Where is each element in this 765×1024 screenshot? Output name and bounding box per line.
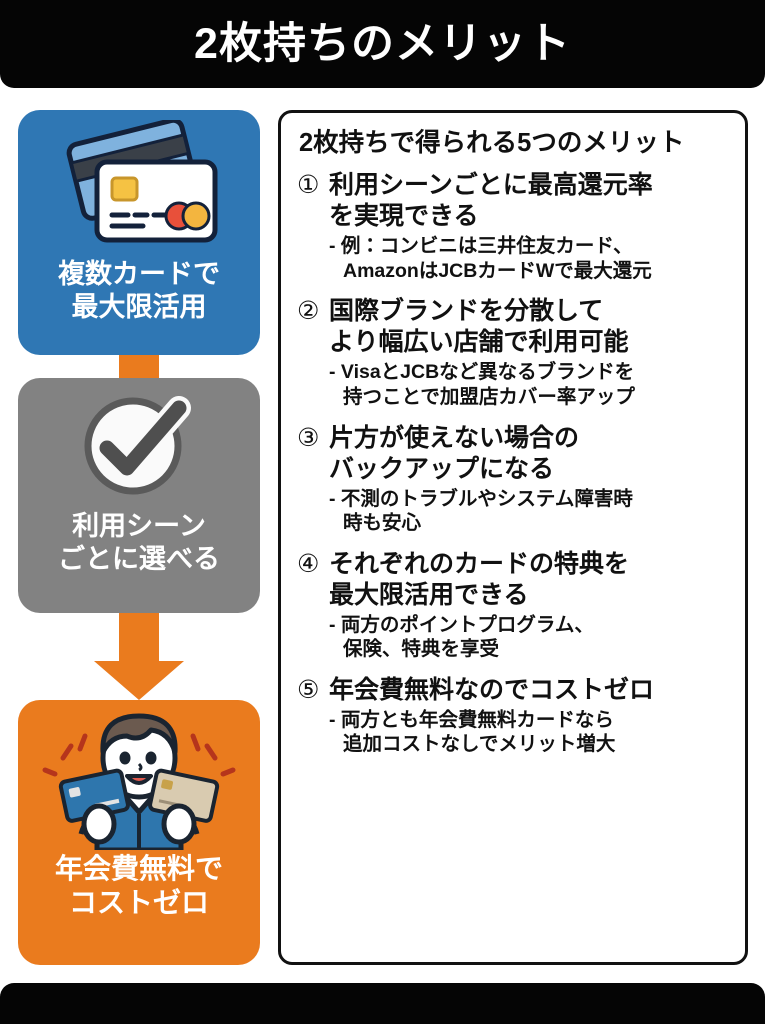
merit-title: 片方が使えない場合の バックアップになる xyxy=(329,423,731,485)
merit-subtext: - 両方とも年会費無料カードなら 追加コストなしでメリット増大 xyxy=(329,708,731,757)
merit-number: ④ xyxy=(297,549,320,578)
merit-title-line1: 利用シーンごとに最高還元率 xyxy=(329,171,653,200)
merit-body: それぞれのカードの特典を 最大限活用できる - 両方のポイントプログラム、 保険… xyxy=(329,549,731,662)
merit-subtext: - 不測のトラブルやシステム障害時 時も安心 xyxy=(329,487,731,536)
merit-sub-line2: 追加コストなしでメリット増大 xyxy=(343,733,616,756)
credit-cards-icon xyxy=(18,110,260,258)
merit-sub-line1: - 不測のトラブルやシステム障害時 xyxy=(329,487,633,510)
flow-card-caption: 利用シーン ごとに選べる xyxy=(52,510,226,576)
check-circle-icon xyxy=(18,378,260,510)
merit-number: ① xyxy=(297,171,320,200)
merit-title: 利用シーンごとに最高還元率 を実現できる xyxy=(329,170,731,232)
flow-card-caption-line1: 利用シーン xyxy=(72,511,206,541)
bottom-bar xyxy=(0,983,765,1024)
merit-sub-line2: 時も安心 xyxy=(343,512,422,535)
merit-sub-line1: - 両方のポイントプログラム、 xyxy=(329,613,594,636)
arrow-shaft xyxy=(119,613,159,663)
merit-subtext: - 例：コンビニは三井住友カード、 AmazonはJCBカードWで最大還元 xyxy=(329,234,731,283)
merit-number: ⑤ xyxy=(297,675,320,704)
flow-card-caption-line1: 年会費無料で xyxy=(54,853,223,884)
merit-sub-line1: - 例：コンビニは三井住友カード、 xyxy=(329,235,633,258)
merit-sub-line2: 保険、特典を享受 xyxy=(343,638,500,661)
merit-title: 年会費無料なのでコストゼロ xyxy=(329,675,731,706)
merit-number: ③ xyxy=(297,423,320,452)
merit-number: ② xyxy=(297,297,320,326)
page-title: 2枚持ちのメリット xyxy=(194,19,571,68)
flow-card-caption-line2: コストゼロ xyxy=(68,887,209,919)
merit-item: ① 利用シーンごとに最高還元率 を実現できる - 例：コンビニは三井住友カード、… xyxy=(297,170,731,283)
merit-item: ⑤ 年会費無料なのでコストゼロ - 両方とも年会費無料カードなら 追加コストなし… xyxy=(297,675,731,757)
merit-sub-line1: - 両方とも年会費無料カードなら xyxy=(329,708,614,731)
flow-card-caption: 年会費無料で コストゼロ xyxy=(49,852,229,920)
orange-connector-bar xyxy=(119,355,159,378)
merit-item: ② 国際ブランドを分散して より幅広い店舗で利用可能 - VisaとJCBなど異… xyxy=(297,296,731,409)
merit-title-line1: 年会費無料なのでコストゼロ xyxy=(329,675,655,704)
flow-card-usage-scene: 利用シーン ごとに選べる xyxy=(18,378,260,613)
merit-sub-line2: AmazonはJCBカードWで最大還元 xyxy=(343,259,652,282)
merit-subtext: - VisaとJCBなど異なるブランドを 持つことで加盟店カバー率アップ xyxy=(329,360,731,409)
merit-body: 片方が使えない場合の バックアップになる - 不測のトラブルやシステム障害時 時… xyxy=(329,423,731,536)
merit-title-line2: バックアップになる xyxy=(329,454,555,483)
merits-panel: 2枚持ちで得られる5つのメリット ① 利用シーンごとに最高還元率 を実現できる … xyxy=(278,110,748,965)
flow-card-caption-line1: 複数カードで xyxy=(58,259,220,289)
flow-card-no-annual-fee: 年会費無料で コストゼロ xyxy=(18,700,260,965)
merit-title-line1: 片方が使えない場合の xyxy=(329,423,580,452)
flow-card-caption: 複数カードで 最大限活用 xyxy=(52,258,226,324)
merit-item: ③ 片方が使えない場合の バックアップになる - 不測のトラブルやシステム障害時… xyxy=(297,423,731,536)
merit-sub-line2: 持つことで加盟店カバー率アップ xyxy=(343,386,635,408)
merits-panel-heading: 2枚持ちで得られる5つのメリット xyxy=(299,129,685,157)
merit-body: 利用シーンごとに最高還元率 を実現できる - 例：コンビニは三井住友カード、 A… xyxy=(329,170,731,283)
flow-card-multiple-cards: 複数カードで 最大限活用 xyxy=(18,110,260,355)
flow-column: 複数カードで 最大限活用 利用シーン ごとに選べる xyxy=(18,110,260,965)
merit-sub-line1: - VisaとJCBなど異なるブランドを xyxy=(329,361,635,384)
merit-item: ④ それぞれのカードの特典を 最大限活用できる - 両方のポイントプログラム、 … xyxy=(297,549,731,662)
merit-title-line2: を実現できる xyxy=(329,202,479,231)
orange-down-arrow-icon xyxy=(94,613,184,700)
arrow-head xyxy=(94,661,184,700)
person-two-cards-icon xyxy=(18,700,260,852)
merit-subtext: - 両方のポイントプログラム、 保険、特典を享受 xyxy=(329,613,731,662)
merit-body: 年会費無料なのでコストゼロ - 両方とも年会費無料カードなら 追加コストなしでメ… xyxy=(329,675,731,757)
merit-body: 国際ブランドを分散して より幅広い店舗で利用可能 - VisaとJCBなど異なる… xyxy=(329,296,731,409)
main-content: 複数カードで 最大限活用 利用シーン ごとに選べる xyxy=(0,88,765,983)
merit-title-line1: 国際ブランドを分散して xyxy=(329,297,604,326)
merit-title-line2: 最大限活用できる xyxy=(329,580,529,609)
flow-card-caption-line2: ごとに選べる xyxy=(58,543,220,574)
merit-title: 国際ブランドを分散して より幅広い店舗で利用可能 xyxy=(329,296,731,358)
merit-title-line2: より幅広い店舗で利用可能 xyxy=(329,328,629,357)
flow-card-caption-line2: 最大限活用 xyxy=(71,291,207,322)
merit-title-line1: それぞれのカードの特典を xyxy=(329,549,630,578)
merit-title: それぞれのカードの特典を 最大限活用できる xyxy=(329,549,731,611)
page-title-bar: 2枚持ちのメリット xyxy=(0,0,765,88)
